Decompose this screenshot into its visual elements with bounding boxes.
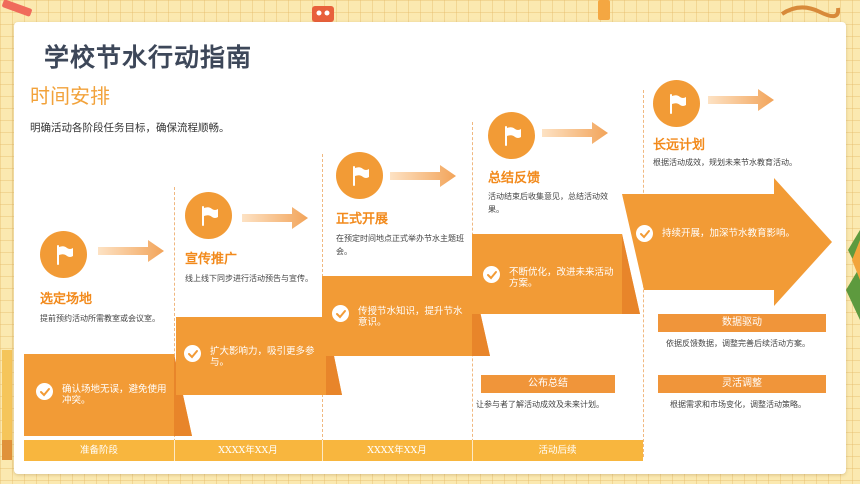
flag-icon	[185, 192, 232, 239]
timeline-segment: XXXX年XX月	[367, 445, 427, 456]
label-description: 依据反馈数据，调整完善后续活动方案。	[666, 339, 810, 348]
timeline-bar: 准备阶段 XXXX年XX月 XXXX年XX月 活动后续	[24, 440, 643, 461]
stage-arrow-band	[622, 178, 832, 306]
section-subtitle: 时间安排	[30, 84, 110, 108]
timeline-segment: XXXX年XX月	[218, 445, 278, 456]
timeline-segment: 准备阶段	[79, 445, 118, 456]
label-description: 根据需求和市场变化，调整活动策略。	[670, 400, 806, 409]
arrow-right-icon	[98, 240, 164, 262]
arrow-right-icon	[390, 165, 456, 187]
check-circle-icon	[332, 305, 349, 322]
arrow-right-icon	[242, 207, 308, 229]
bookmark-decoration	[594, 0, 614, 22]
band-text: 扩大影响力，吸引更多参与。	[210, 346, 315, 368]
flag-icon	[653, 80, 700, 127]
check-circle-icon	[636, 225, 653, 242]
pencil-decoration	[0, 0, 40, 22]
check-circle-icon	[483, 266, 500, 283]
arrow-right-icon	[708, 89, 774, 111]
label-description: 让参与者了解活动成效及未来计划。	[476, 400, 604, 409]
crayon-decoration	[0, 350, 14, 460]
timeline-separator	[472, 440, 473, 461]
stage-description: 在预定时间地点正式举办节水主题班会。	[336, 234, 464, 256]
stage-description: 根据活动成效，规划未来节水教育活动。	[653, 158, 797, 167]
band-text: 不断优化，改进未来活动方案。	[509, 267, 614, 289]
section-description: 明确活动各阶段任务目标，确保流程顺畅。	[30, 122, 230, 134]
stage-description: 线上线下同步进行活动预告与宣传。	[185, 274, 313, 283]
label-box: 公布总结	[481, 375, 615, 393]
stage-title: 总结反馈	[488, 171, 541, 186]
stage-band	[472, 234, 640, 314]
timeline-segment: 活动后续	[538, 445, 577, 456]
band-text: 确认场地无误，避免使用冲突。	[62, 384, 167, 406]
stage-description: 提前预约活动所需教室或会议室。	[40, 314, 160, 323]
stage-description: 活动结束后收集意见，总结活动效果。	[488, 192, 608, 214]
flag-icon	[40, 231, 87, 278]
band-text: 传授节水知识，提升节水意识。	[358, 306, 463, 328]
stage-title: 选定场地	[40, 292, 93, 307]
check-circle-icon	[36, 383, 53, 400]
ribbon-decoration	[780, 2, 841, 22]
page-title: 学校节水行动指南	[44, 43, 253, 72]
flag-icon	[488, 112, 535, 159]
check-circle-icon	[184, 345, 201, 362]
label-box: 数据驱动	[658, 314, 826, 332]
stage-title: 正式开展	[336, 212, 389, 227]
label-box: 灵活调整	[658, 375, 826, 393]
flag-icon	[336, 152, 383, 199]
arrow-right-icon	[542, 122, 608, 144]
stage-title: 宣传推广	[185, 252, 238, 267]
notebook-decoration	[310, 4, 336, 22]
timeline-separator	[322, 440, 323, 461]
band-text: 持续开展，加深节水教育影响。	[662, 228, 796, 239]
column-divider	[174, 187, 175, 457]
content-card: 学校节水行动指南 时间安排 明确活动各阶段任务目标，确保流程顺畅。 选定场地 提…	[14, 22, 846, 474]
leaf-decoration	[846, 230, 860, 320]
timeline-separator	[174, 440, 175, 461]
stage-title: 长远计划	[653, 138, 706, 153]
